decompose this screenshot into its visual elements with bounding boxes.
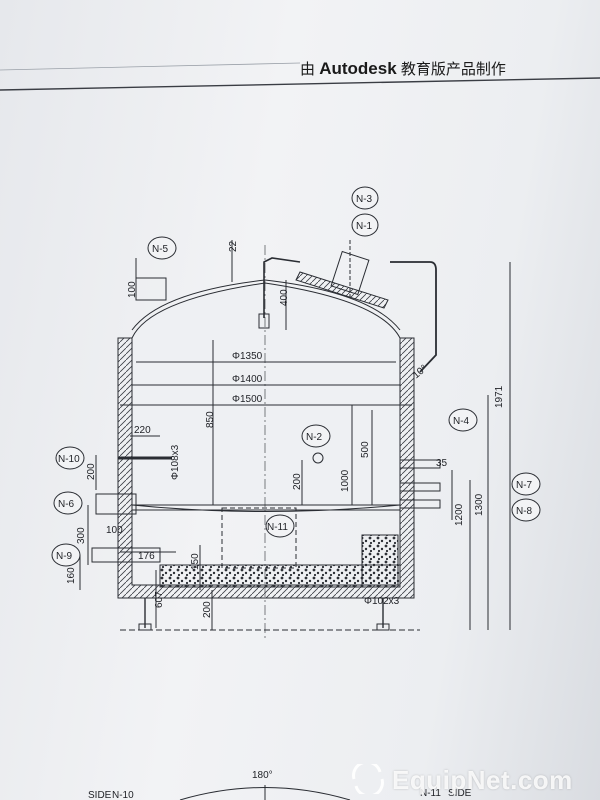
spray-pipe xyxy=(263,257,301,318)
label-N-5: N-5 xyxy=(152,244,169,255)
top-head xyxy=(131,279,401,331)
nozzle-N-11 xyxy=(265,514,295,538)
dim-400: 400 xyxy=(279,289,290,306)
dim-d102: Φ102x3 xyxy=(364,596,400,607)
banner-suffix: 教育版产品制作 xyxy=(400,61,506,78)
dim-850: 850 xyxy=(205,411,216,428)
label-N-9: N-9 xyxy=(56,551,73,562)
dim-500: 500 xyxy=(360,441,371,458)
nozzle-N-1 xyxy=(351,213,379,237)
nozzle-N-7 xyxy=(511,472,541,496)
label-N-8: N-8 xyxy=(516,506,533,517)
label-N-3: N-3 xyxy=(356,194,373,205)
dim-d1350: Φ1350 xyxy=(232,351,263,362)
dim-200a: 200 xyxy=(292,473,303,490)
dim-200c: 200 xyxy=(202,601,213,618)
vessel-shell xyxy=(131,282,401,506)
label-N-7: N-7 xyxy=(516,480,533,491)
label-N-6: N-6 xyxy=(58,499,75,510)
side-label-right: SIDE xyxy=(448,788,472,799)
dim-1000: 1000 xyxy=(340,469,351,492)
dim-150: 150 xyxy=(190,553,201,570)
nozzle-N-10 xyxy=(55,446,85,470)
nozzle-N-3 xyxy=(351,186,379,210)
dim-300: 300 xyxy=(76,527,87,544)
nozzle-N-2 xyxy=(301,424,331,448)
dim-180: 180° xyxy=(252,770,273,781)
nozzle-N-4 xyxy=(448,408,478,432)
dim-1200: 1200 xyxy=(454,503,465,526)
dim-220: 220 xyxy=(134,425,151,436)
dim-d1500: Φ1500 xyxy=(232,394,263,405)
dim-100: 100 xyxy=(127,281,138,298)
label-N-4: N-4 xyxy=(453,416,470,427)
watermark-text: EquipNet.com xyxy=(392,765,573,795)
nozzle-N-5 xyxy=(147,236,177,260)
label-N-2: N-2 xyxy=(306,432,323,443)
nozzle-N-6 xyxy=(53,491,83,515)
side-ref-right: N-11 xyxy=(420,788,441,799)
dim-1971: 1971 xyxy=(494,385,505,408)
border-line xyxy=(0,62,301,71)
dim-100b: 100 xyxy=(106,525,123,536)
base-slab xyxy=(159,564,401,588)
dim-607: 607 xyxy=(154,591,165,608)
side-ref-left: N-10 xyxy=(112,790,134,800)
banner-brand: Autodesk xyxy=(319,59,397,78)
dim-1300: 1300 xyxy=(474,493,485,516)
vent-pipe xyxy=(390,261,437,373)
bottom-head xyxy=(131,504,401,512)
support-frame xyxy=(221,507,297,569)
dim-22: 22 xyxy=(228,240,239,252)
nozzle-N-8 xyxy=(511,498,541,522)
side-label-left: SIDE xyxy=(88,790,112,800)
dim-160: 160 xyxy=(66,567,77,584)
dim-176: 176 xyxy=(138,551,155,562)
right-pad xyxy=(361,534,399,586)
label-N-10: N-10 xyxy=(58,454,80,465)
dim-d108: Φ108x3 xyxy=(170,444,181,480)
title-banner: 由 Autodesk 教育版产品制作 xyxy=(300,58,506,79)
label-N-11: N-11 xyxy=(267,522,288,533)
nozzle-N-9 xyxy=(51,543,81,567)
dim-35: 35 xyxy=(436,458,448,469)
dim-200b: 200 xyxy=(86,463,97,480)
dim-d1400: Φ1400 xyxy=(232,374,263,385)
label-N-1: N-1 xyxy=(356,221,373,232)
border-line xyxy=(0,77,600,91)
banner-prefix: 由 xyxy=(300,61,316,78)
equipnet-logo-icon xyxy=(352,764,384,794)
